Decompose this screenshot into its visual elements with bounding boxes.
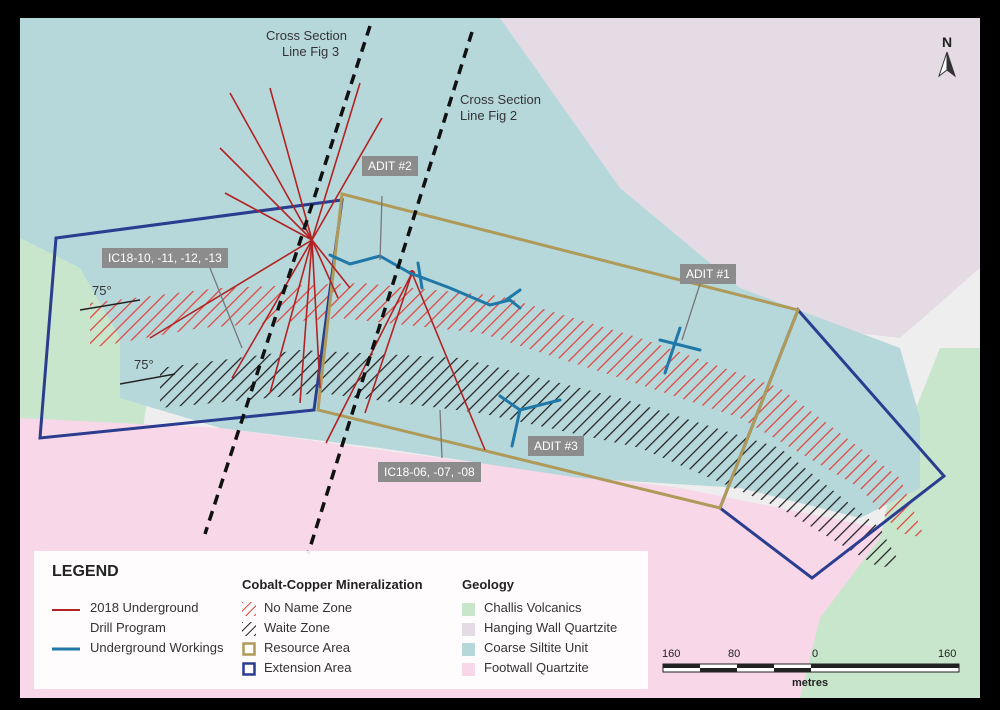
drill-fan-ic18-10 xyxy=(149,82,383,404)
extension-area-swatch xyxy=(242,662,256,676)
coarse-siltite-swatch xyxy=(462,643,475,656)
underground-workings xyxy=(328,253,702,448)
footwall-swatch xyxy=(462,663,475,676)
drill-ic18-10-callout: IC18-10, -11, -12, -13 xyxy=(102,248,228,268)
legend-footwall: Footwall Quartzite xyxy=(484,660,589,675)
drill-ic18-06-callout: IC18-06, -07, -08 xyxy=(378,462,481,482)
legend-extension-area: Extension Area xyxy=(264,660,352,675)
adit1-callout: ADIT #1 xyxy=(680,264,736,284)
dip-symbol-2 xyxy=(119,373,176,385)
scale-unit: metres xyxy=(792,677,829,689)
north-label: N xyxy=(941,34,953,50)
cross-section-fig2-line2: Line Fig 2 xyxy=(460,108,517,123)
legend-drill-line1: 2018 Underground xyxy=(90,600,199,615)
cross-section-line-fig2 xyxy=(306,31,474,555)
scale-tick-80: 80 xyxy=(728,648,741,660)
legend-challis: Challis Volcanics xyxy=(484,600,582,615)
legend-resource-area: Resource Area xyxy=(264,640,350,655)
adit3-callout: ADIT #3 xyxy=(528,436,584,456)
cross-section-fig3-line1: Cross Section xyxy=(266,28,347,43)
legend-mineral-heading: Cobalt-Copper Mineralization xyxy=(242,577,423,592)
cross-section-fig2-line1: Cross Section xyxy=(460,92,541,107)
hanging-wall-quartzite-area xyxy=(500,18,980,338)
map-frame: Cross Section Line Fig 3 Cross Section L… xyxy=(20,18,980,698)
dip-label-2: 75° xyxy=(134,357,154,372)
hanging-wall-swatch xyxy=(462,623,475,636)
dip-label-1: 75° xyxy=(92,283,112,298)
resource-area-swatch xyxy=(242,642,256,656)
cross-section-line-fig3 xyxy=(203,25,372,535)
legend-coarse-siltite: Coarse Siltite Unit xyxy=(484,640,589,655)
scale-bar: 160 80 0 160 metres xyxy=(662,648,962,693)
north-arrow: N xyxy=(932,34,962,84)
challis-volcanics-east xyxy=(800,348,980,698)
legend-no-name-zone: No Name Zone xyxy=(264,600,353,615)
drill-swatch xyxy=(52,609,80,611)
legend: LEGEND 2018 Underground Drill Program Un… xyxy=(34,551,648,689)
north-arrow-icon xyxy=(938,51,956,78)
waite-zone xyxy=(160,350,900,568)
dip-symbol-1 xyxy=(79,299,141,311)
legend-drill-line2: Drill Program xyxy=(90,620,166,635)
legend-geology-heading: Geology xyxy=(462,577,515,592)
legend-title: LEGEND xyxy=(52,563,119,580)
scale-tick-160-left: 160 xyxy=(662,648,681,660)
callout-leaders xyxy=(209,195,701,459)
workings-swatch xyxy=(52,647,80,651)
waite-zone-swatch xyxy=(242,622,256,636)
legend-hanging-wall: Hanging Wall Quartzite xyxy=(484,620,618,635)
extension-area-west xyxy=(38,198,344,440)
no-name-zone-swatch xyxy=(242,602,256,616)
challis-swatch xyxy=(462,603,475,616)
resource-area xyxy=(316,192,801,510)
cross-section-fig3-line2: Line Fig 3 xyxy=(282,44,339,59)
scale-tick-160-right: 160 xyxy=(938,648,957,660)
legend-workings: Underground Workings xyxy=(90,640,224,655)
adit2-callout: ADIT #2 xyxy=(362,156,418,176)
scale-bar-graphic xyxy=(662,663,960,673)
legend-waite-zone: Waite Zone xyxy=(264,620,330,635)
scale-tick-0: 0 xyxy=(812,648,819,660)
